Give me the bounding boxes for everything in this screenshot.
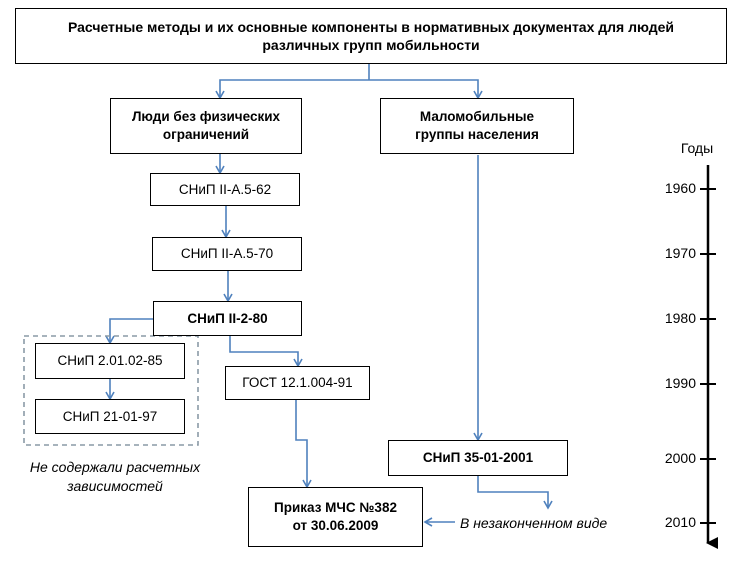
doc-snip-2001-label: СНиП 35-01-2001 — [422, 450, 534, 466]
branch-left: Люди без физических ограничений — [110, 98, 302, 154]
note-no-calc: Не содержали расчетных зависимостей — [10, 458, 220, 496]
doc-snip-70: СНиП II-А.5-70 — [152, 237, 302, 271]
doc-gost-label: ГОСТ 12.1.004-91 — [242, 375, 353, 391]
doc-snip-97-label: СНиП 21-01-97 — [62, 408, 158, 424]
doc-snip-97: СНиП 21-01-97 — [35, 399, 185, 434]
year-label-2000: 2000 — [664, 450, 696, 466]
year-label-1970: 1970 — [664, 245, 696, 261]
branch-left-label: Люди без физических ограничений — [131, 109, 281, 142]
doc-snip-85-label: СНиП 2.01.02-85 — [57, 353, 163, 369]
year-label-2010: 2010 — [664, 514, 696, 530]
no-calc-group-frame — [23, 335, 199, 446]
doc-snip-85: СНиП 2.01.02-85 — [35, 343, 185, 379]
note-unfinished-text: В незаконченном виде — [460, 515, 608, 531]
timeline-ticks — [700, 188, 716, 524]
year-label-1980: 1980 — [664, 310, 696, 326]
arrow-to-left-branch — [215, 79, 369, 100]
arrow-to-snip-85 — [105, 318, 153, 345]
doc-snip-2001: СНиП 35-01-2001 — [388, 440, 568, 476]
arrow-unfinished — [477, 476, 553, 510]
arrow-to-right-branch — [369, 79, 483, 100]
arrow-gost-to-order — [295, 399, 312, 489]
timeline-title: Годы — [672, 140, 722, 156]
note-unfinished: В незаконченном виде — [460, 514, 640, 533]
branch-right-label: Маломобильные группы населения — [415, 109, 539, 142]
doc-order-line1: Приказ МЧС №382 — [274, 500, 397, 516]
note-no-calc-text: Не содержали расчетных зависимостей — [29, 459, 201, 494]
doc-snip-70-label: СНиП II-А.5-70 — [180, 246, 274, 262]
year-label-1990: 1990 — [664, 375, 696, 391]
doc-order-line2: от 30.06.2009 — [292, 518, 379, 533]
diagram-title-text: Расчетные методы и их основные компонент… — [67, 18, 675, 53]
diagram-title: Расчетные методы и их основные компонент… — [15, 8, 727, 64]
branch-right: Маломобильные группы населения — [380, 98, 574, 154]
year-label-1960: 1960 — [664, 180, 696, 196]
arrow-to-gost — [229, 336, 303, 368]
doc-snip-62: СНиП II-А.5-62 — [150, 173, 300, 206]
doc-snip-80: СНиП II-2-80 — [153, 301, 302, 336]
doc-snip-62-label: СНиП II-А.5-62 — [178, 181, 272, 197]
timeline-title-text: Годы — [680, 140, 714, 156]
doc-gost: ГОСТ 12.1.004-91 — [225, 366, 370, 400]
doc-snip-80-label: СНиП II-2-80 — [187, 310, 268, 326]
doc-order: Приказ МЧС №382 от 30.06.2009 — [248, 487, 423, 547]
